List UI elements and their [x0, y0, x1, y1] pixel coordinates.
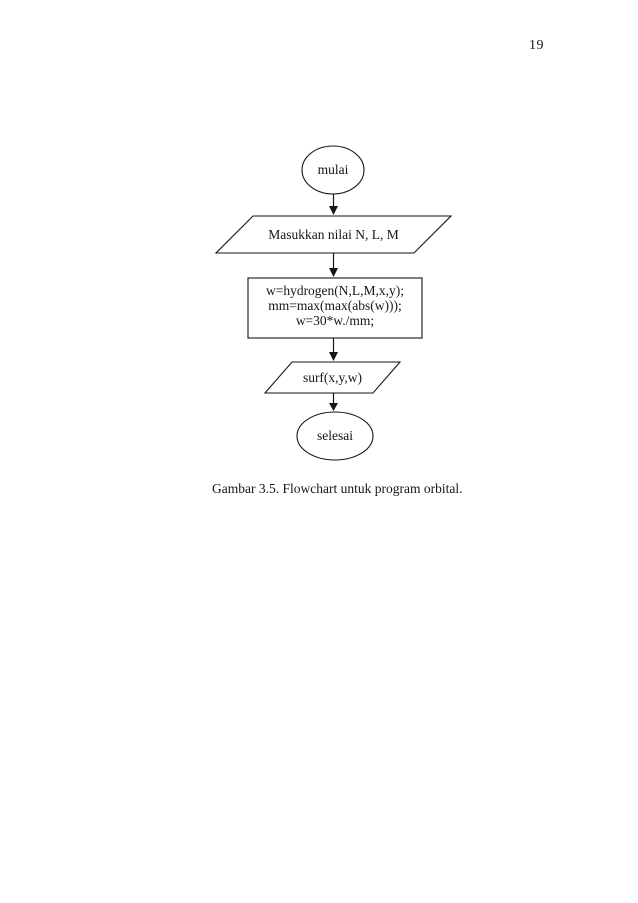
flow-arrow: [329, 253, 338, 277]
figure-caption: Gambar 3.5. Flowchart untuk program orbi…: [212, 481, 463, 496]
start-terminator-node: mulai: [301, 145, 365, 195]
input-parallelogram-label: Masukkan nilai N, L, M: [268, 227, 399, 242]
process-line-1: w=hydrogen(N,L,M,x,y);: [266, 283, 404, 298]
output-parallelogram-node: surf(x,y,w): [263, 361, 402, 394]
input-parallelogram-node: Masukkan nilai N, L, M: [214, 215, 453, 254]
process-line-2: mm=max(max(abs(w)));: [268, 298, 402, 313]
output-parallelogram-shape: [263, 361, 402, 394]
page-number: 19: [529, 38, 544, 53]
process-rectangle-node: w=hydrogen(N,L,M,x,y); mm=max(max(abs(w)…: [247, 277, 423, 339]
flow-arrow: [329, 393, 338, 411]
start-terminator-label: mulai: [318, 162, 349, 177]
end-terminator-label: selesai: [317, 428, 353, 443]
process-rectangle-shape: [247, 277, 423, 339]
flow-arrow: [329, 338, 338, 361]
process-line-3: w=30*w./mm;: [296, 313, 374, 328]
output-parallelogram-label: surf(x,y,w): [303, 370, 362, 385]
end-terminator-shape: [296, 411, 374, 461]
flow-arrow: [329, 194, 338, 215]
end-terminator-node: selesai: [296, 411, 374, 461]
input-parallelogram-shape: [214, 215, 453, 254]
